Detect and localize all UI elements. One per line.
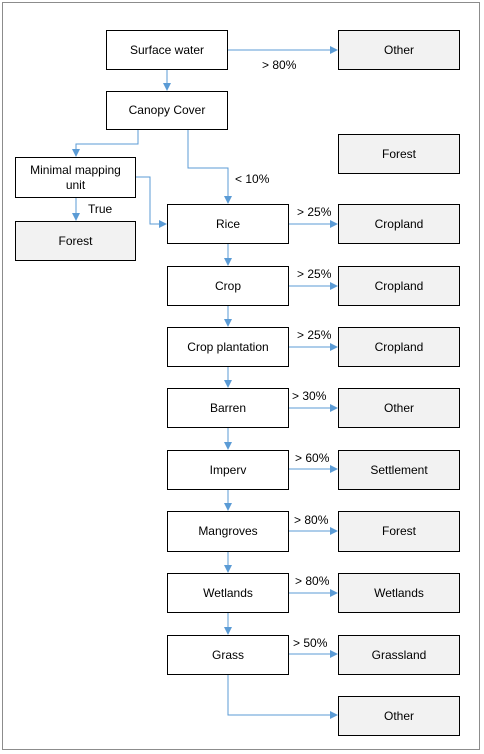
node-mangroves: Mangroves — [167, 511, 289, 552]
node-grass: Grass — [167, 635, 289, 675]
label-mangroves-threshold: > 80% — [294, 513, 329, 527]
node-cropland-1: Cropland — [338, 204, 460, 244]
node-rice: Rice — [167, 204, 289, 244]
arrow-canopy-to-rice — [187, 130, 232, 204]
label-barren-threshold: > 30% — [292, 389, 327, 403]
label-canopy-threshold: < 10% — [235, 172, 270, 186]
node-other-2: Other — [338, 388, 460, 428]
node-grassland: Grassland — [338, 635, 460, 675]
node-cropland-3: Cropland — [338, 327, 460, 367]
arrow-canopy-to-mmu — [72, 130, 139, 157]
node-crop: Crop — [167, 266, 289, 306]
label-wetlands-threshold: > 80% — [295, 574, 330, 588]
label-mmu-true: True — [88, 202, 113, 216]
node-forest-top: Forest — [338, 134, 460, 174]
node-other-3: Other — [338, 696, 460, 736]
node-wetlands-class: Wetlands — [338, 573, 460, 613]
node-minimal-mapping-unit: Minimal mapping unit — [15, 157, 136, 198]
node-forest-left: Forest — [15, 221, 136, 261]
node-surface-water: Surface water — [106, 30, 228, 70]
node-cropland-2: Cropland — [338, 266, 460, 306]
label-surface-water-threshold: > 80% — [262, 58, 297, 72]
label-imperv-threshold: > 60% — [295, 451, 330, 465]
node-barren: Barren — [167, 388, 289, 428]
label-rice-threshold: > 25% — [297, 205, 332, 219]
label-crop-plantation-threshold: > 25% — [297, 328, 332, 342]
node-settlement: Settlement — [338, 450, 460, 490]
label-grass-threshold: > 50% — [293, 636, 328, 650]
node-other-1: Other — [338, 30, 460, 70]
label-crop-threshold: > 25% — [297, 267, 332, 281]
diagram-frame — [2, 2, 480, 750]
node-imperv: Imperv — [167, 450, 289, 490]
arrow-grass-to-other — [227, 675, 338, 719]
node-forest-mangroves: Forest — [338, 511, 460, 552]
node-crop-plantation: Crop plantation — [167, 327, 289, 367]
node-canopy-cover: Canopy Cover — [106, 91, 228, 130]
node-wetlands: Wetlands — [167, 573, 289, 613]
arrow-mmu-to-rice — [136, 176, 167, 228]
